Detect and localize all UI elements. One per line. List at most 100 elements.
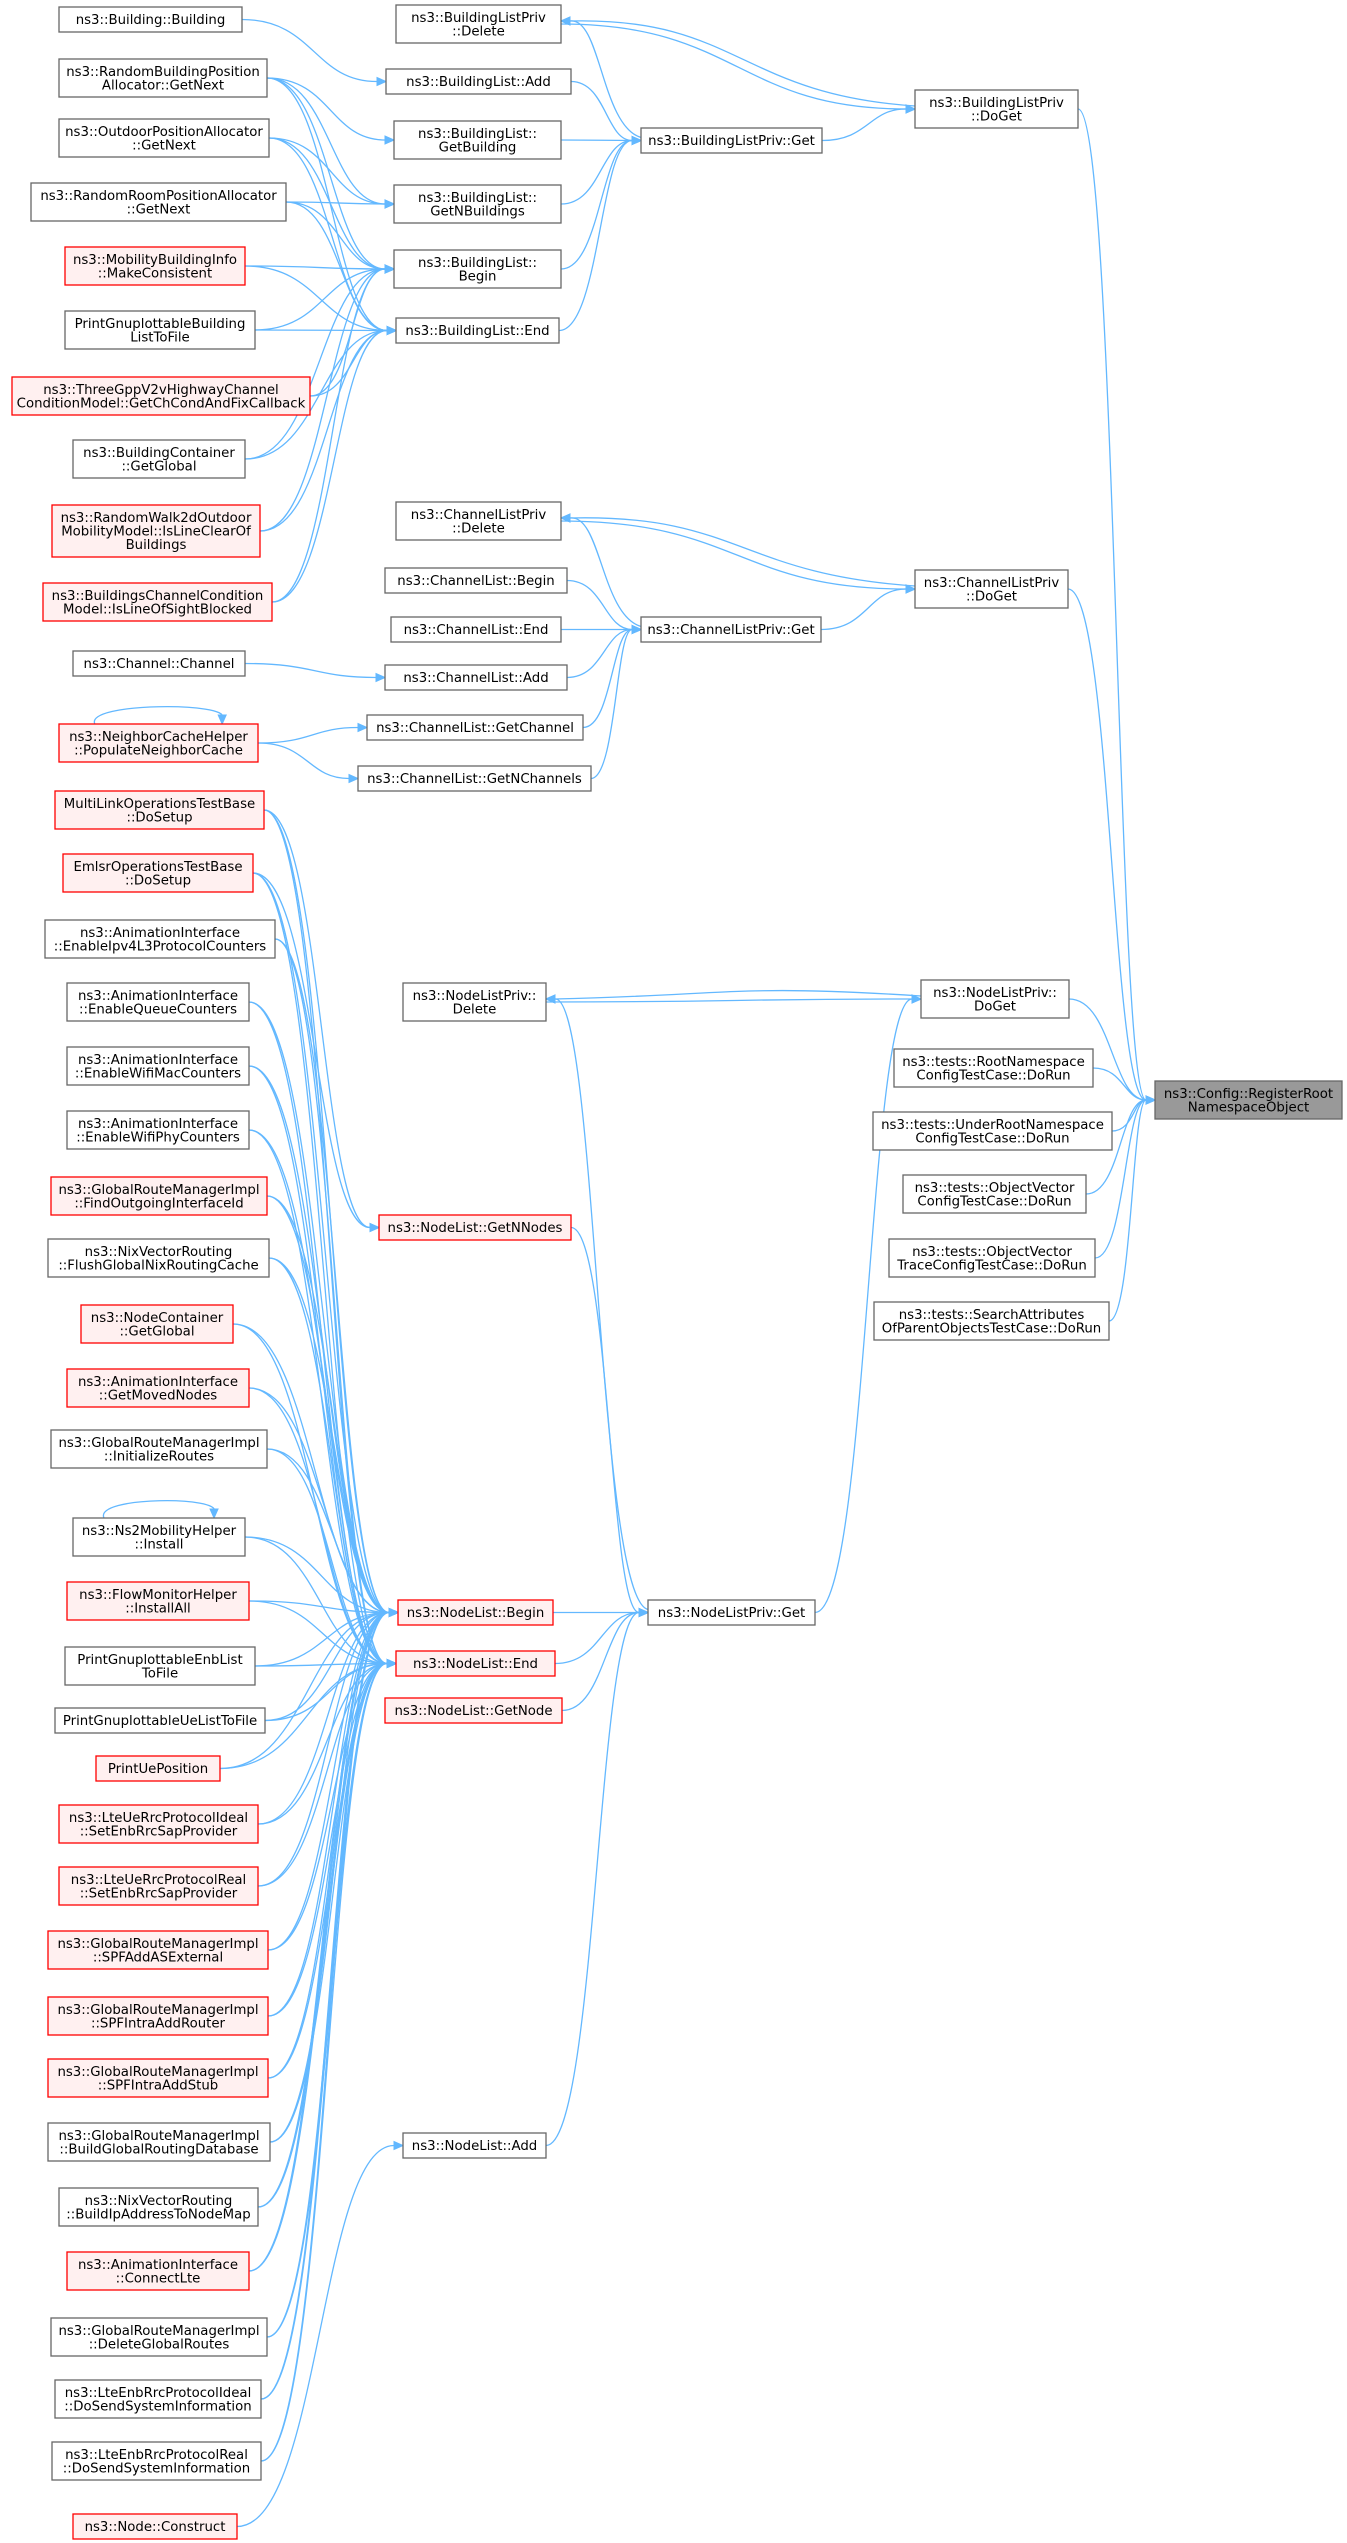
graph-node-channellist-getchannel[interactable]: ns3::ChannelList::GetChannel — [366, 714, 584, 741]
graph-node-nodelist-add[interactable]: ns3::NodeList::Add — [402, 2132, 547, 2159]
graph-node-nixvectorrouting-buildipaddresstonodemap[interactable]: ns3::NixVectorRouting::BuildIpAddressToN… — [58, 2187, 259, 2227]
graph-node-emlsroperationstestbase-dosetup[interactable]: EmlsrOperationsTestBase::DoSetup — [62, 853, 254, 893]
graph-node-nodelistpriv-get[interactable]: ns3::NodeListPriv::Get — [647, 1599, 816, 1626]
call-edge-n25-to-n27 — [257, 742, 360, 784]
graph-node-nodelist-end[interactable]: ns3::NodeList::End — [395, 1650, 556, 1677]
node-label-line: ns3::tests::SearchAttributes — [899, 1308, 1085, 1323]
node-label-line: Model::IsLineOfSightBlocked — [63, 602, 252, 617]
node-label-line: ns3::LteEnbRrcProtocolReal — [65, 2448, 248, 2463]
node-box — [62, 853, 254, 893]
node-box — [1154, 1080, 1343, 1120]
node-box — [58, 2187, 259, 2227]
graph-node-mobilitybuildinginfo-makeconsistent[interactable]: ns3::MobilityBuildingInfo::MakeConsisten… — [64, 246, 246, 286]
call-edge-n62-to-n53 — [269, 1658, 398, 2143]
graph-node-nodelist-getnnodes[interactable]: ns3::NodeList::GetNNodes — [378, 1214, 572, 1241]
call-edge-n17-to-n13 — [271, 325, 398, 603]
graph-node-tests-searchattributesofparentobjectstestcase-dorun[interactable]: ns3::tests::SearchAttributesOfParentObje… — [873, 1301, 1110, 1341]
graph-node-globalroutemanagerimpl-buildglobalroutingdatabase[interactable]: ns3::GlobalRouteManagerImpl::BuildGlobal… — [47, 2122, 271, 2162]
graph-node-buildinglistpriv-delete[interactable]: ns3::BuildingListPriv::Delete — [395, 4, 562, 44]
graph-node-lteuerrcprotocolideal-setenbrrcsapprovider[interactable]: ns3::LteUeRrcProtocolIdeal::SetEnbRrcSap… — [58, 1804, 259, 1844]
node-label-line: ns3::tests::UnderRootNamespace — [881, 1118, 1104, 1133]
node-box — [47, 1238, 270, 1278]
graph-node-buildinglist-getbuilding[interactable]: ns3::BuildingList::GetBuilding — [393, 120, 562, 160]
node-label-line: ns3::BuildingContainer — [83, 446, 235, 461]
node-label-line: ns3::tests::RootNamespace — [902, 1055, 1085, 1070]
graph-node-multilinkoperationstestbase-dosetup[interactable]: MultiLinkOperationsTestBase::DoSetup — [54, 790, 265, 830]
node-label-line: ns3::BuildingListPriv — [411, 11, 546, 26]
graph-node-lteuerrcprotocolreal-setenbrrcsapprovider[interactable]: ns3::LteUeRrcProtocolReal::SetEnbRrcSapP… — [58, 1866, 259, 1906]
graph-node-buildinglistpriv-get[interactable]: ns3::BuildingListPriv::Get — [640, 127, 823, 154]
node-box — [914, 569, 1069, 609]
call-edge-n57-to-n53 — [257, 1658, 398, 1825]
graph-node-nodecontainer-getglobal[interactable]: ns3::NodeContainer::GetGlobal — [80, 1304, 234, 1344]
graph-node-channellistpriv-delete[interactable]: ns3::ChannelListPriv::Delete — [395, 501, 562, 541]
graph-node-globalroutemanagerimpl-spfintraaddstub[interactable]: ns3::GlobalRouteManagerImpl::SPFIntraAdd… — [47, 2058, 269, 2098]
graph-node-building-building[interactable]: ns3::Building::Building — [58, 6, 243, 33]
graph-node-node-construct[interactable]: ns3::Node::Construct — [72, 2513, 238, 2540]
graph-node-nodelistpriv-delete[interactable]: ns3::NodeListPriv::Delete — [402, 982, 547, 1022]
graph-node-flowmonitorhelper-installall[interactable]: ns3::FlowMonitorHelper::InstallAll — [66, 1581, 250, 1621]
node-label-line: ns3::ChannelListPriv::Get — [647, 623, 814, 638]
graph-node-animationinterface-connectlte[interactable]: ns3::AnimationInterface::ConnectLte — [66, 2251, 250, 2291]
graph-node-channellist-begin[interactable]: ns3::ChannelList::Begin — [384, 567, 568, 594]
graph-node-globalroutemanagerimpl-deleteglobalroutes[interactable]: ns3::GlobalRouteManagerImpl::DeleteGloba… — [50, 2317, 268, 2357]
graph-node-channellist-add[interactable]: ns3::ChannelList::Add — [384, 664, 568, 691]
node-box — [50, 1176, 268, 1216]
graph-node-tests-objectvectorconfigtestcase-dorun[interactable]: ns3::tests::ObjectVectorConfigTestCase::… — [902, 1174, 1087, 1214]
graph-node-nodelist-getnode[interactable]: ns3::NodeList::GetNode — [384, 1697, 563, 1724]
graph-node-buildinglist-add[interactable]: ns3::BuildingList::Add — [385, 68, 572, 95]
node-label-line: ConfigTestCase::DoRun — [917, 1194, 1071, 1209]
graph-node-animationinterface-enablewifiphycounters[interactable]: ns3::AnimationInterface::EnableWifiPhyCo… — [66, 1110, 250, 1150]
graph-node-buildinglist-end[interactable]: ns3::BuildingList::End — [395, 317, 560, 344]
graph-node-globalroutemanagerimpl-spfaddasexternal[interactable]: ns3::GlobalRouteManagerImpl::SPFAddASExt… — [47, 1930, 269, 1970]
call-edge-n48-to-n48 — [103, 1500, 219, 1520]
graph-node-randomwalk2doutdoormobilitymodel-islineclearofbuildings[interactable]: ns3::RandomWalk2dOutdoorMobilityModel::I… — [51, 504, 261, 558]
graph-node-buildinglistpriv-doget[interactable]: ns3::BuildingListPriv::DoGet — [914, 89, 1079, 129]
node-box — [385, 68, 572, 95]
graph-node-channellistpriv-doget[interactable]: ns3::ChannelListPriv::DoGet — [914, 569, 1069, 609]
graph-node-nodelistpriv-doget[interactable]: ns3::NodeListPriv::DoGet — [920, 979, 1070, 1019]
graph-node-channellist-end[interactable]: ns3::ChannelList::End — [390, 616, 562, 643]
graph-node-animationinterface-enableipv4l3protocolcounters[interactable]: ns3::AnimationInterface::EnableIpv4L3Pro… — [44, 919, 276, 959]
graph-node-neighborcachehelper-populateneighborcache[interactable]: ns3::NeighborCacheHelper::PopulateNeighb… — [58, 723, 259, 763]
graph-node-nodelist-begin[interactable]: ns3::NodeList::Begin — [397, 1599, 554, 1626]
graph-node-channellistpriv-get[interactable]: ns3::ChannelListPriv::Get — [640, 616, 822, 643]
graph-node-buildingschannelconditionmodel-islineofsightblocked[interactable]: ns3::BuildingsChannelConditionModel::IsL… — [42, 582, 273, 622]
node-box — [54, 1707, 266, 1734]
call-edge-n31-to-n50 — [248, 1001, 400, 1618]
graph-node-randomroompositionallocator-getnext[interactable]: ns3::RandomRoomPositionAllocator::GetNex… — [30, 182, 287, 222]
graph-node-ns2mobilityhelper-install[interactable]: ns3::Ns2MobilityHelper::Install — [72, 1517, 246, 1557]
graph-node-lteenbrrcprotocolideal-dosendsysteminformation[interactable]: ns3::LteEnbRrcProtocolIdeal::DoSendSyste… — [54, 2379, 262, 2419]
node-box — [80, 1304, 234, 1344]
node-label-line: ns3::NodeList::GetNode — [394, 1704, 552, 1719]
graph-node-printgnuplottableuelisttofile[interactable]: PrintGnuplottableUeListToFile — [54, 1707, 266, 1734]
graph-node-animationinterface-enablequeuecounters[interactable]: ns3::AnimationInterface::EnableQueueCoun… — [66, 982, 250, 1022]
graph-node-globalroutemanagerimpl-initializeroutes[interactable]: ns3::GlobalRouteManagerImpl::InitializeR… — [50, 1429, 268, 1469]
graph-node-tests-rootnamespaceconfigtestcase-dorun[interactable]: ns3::tests::RootNamespaceConfigTestCase:… — [893, 1048, 1094, 1088]
graph-node-threegppv2vhighwaychannelconditionmodel-getchcondandfixcallback[interactable]: ns3::ThreeGppV2vHighwayChannelConditionM… — [11, 376, 311, 416]
graph-node-lteenbrrcprotocolreal-dosendsysteminformation[interactable]: ns3::LteEnbRrcProtocolReal::DoSendSystem… — [51, 2441, 262, 2481]
node-box — [50, 2317, 268, 2357]
graph-node-tests-objectvectortraceconfigtestcase-dorun[interactable]: ns3::tests::ObjectVectorTraceConfigTestC… — [888, 1238, 1096, 1278]
graph-node-animationinterface-enablewifimaccounters[interactable]: ns3::AnimationInterface::EnableWifiMacCo… — [66, 1046, 250, 1086]
graph-node-nixvectorrouting-flushglobalnixroutingcache[interactable]: ns3::NixVectorRouting::FlushGlobalNixRou… — [47, 1238, 270, 1278]
node-label-line: ns3::NodeList::Add — [412, 2139, 537, 2154]
graph-node-printueposition[interactable]: PrintUePosition — [95, 1755, 221, 1782]
graph-node-buildinglist-begin[interactable]: ns3::BuildingList::Begin — [393, 249, 562, 289]
graph-node-animationinterface-getmovednodes[interactable]: ns3::AnimationInterface::GetMovedNodes — [66, 1368, 250, 1408]
graph-node-globalroutemanagerimpl-findoutgoinginterfaceid[interactable]: ns3::GlobalRouteManagerImpl::FindOutgoin… — [50, 1176, 268, 1216]
call-edge-n47-to-n50 — [266, 1448, 400, 1618]
graph-node-globalroutemanagerimpl-spfintraaddrouter[interactable]: ns3::GlobalRouteManagerImpl::SPFIntraAdd… — [47, 1996, 269, 2036]
graph-node-buildingcontainer-getglobal[interactable]: ns3::BuildingContainer::GetGlobal — [72, 439, 246, 479]
graph-node-randombuildingpositionallocator-getnext[interactable]: ns3::RandomBuildingPositionAllocator::Ge… — [58, 58, 268, 98]
graph-node-channellist-getnchannels[interactable]: ns3::ChannelList::GetNChannels — [357, 765, 592, 792]
graph-node-outdoorpositionallocator-getnext[interactable]: ns3::OutdoorPositionAllocator::GetNext — [58, 118, 270, 158]
node-label-line: ::BuildGlobalRoutingDatabase — [59, 2142, 258, 2157]
call-edge-n18-to-n19 — [560, 520, 917, 594]
node-box — [640, 127, 823, 154]
graph-node-buildinglist-getnbuildings[interactable]: ns3::BuildingList::GetNBuildings — [393, 184, 562, 224]
graph-node-channel-channel[interactable]: ns3::Channel::Channel — [72, 650, 246, 677]
graph-node-tests-underrootnamespaceconfigtestcase-dorun[interactable]: ns3::tests::UnderRootNamespaceConfigTest… — [872, 1111, 1113, 1151]
